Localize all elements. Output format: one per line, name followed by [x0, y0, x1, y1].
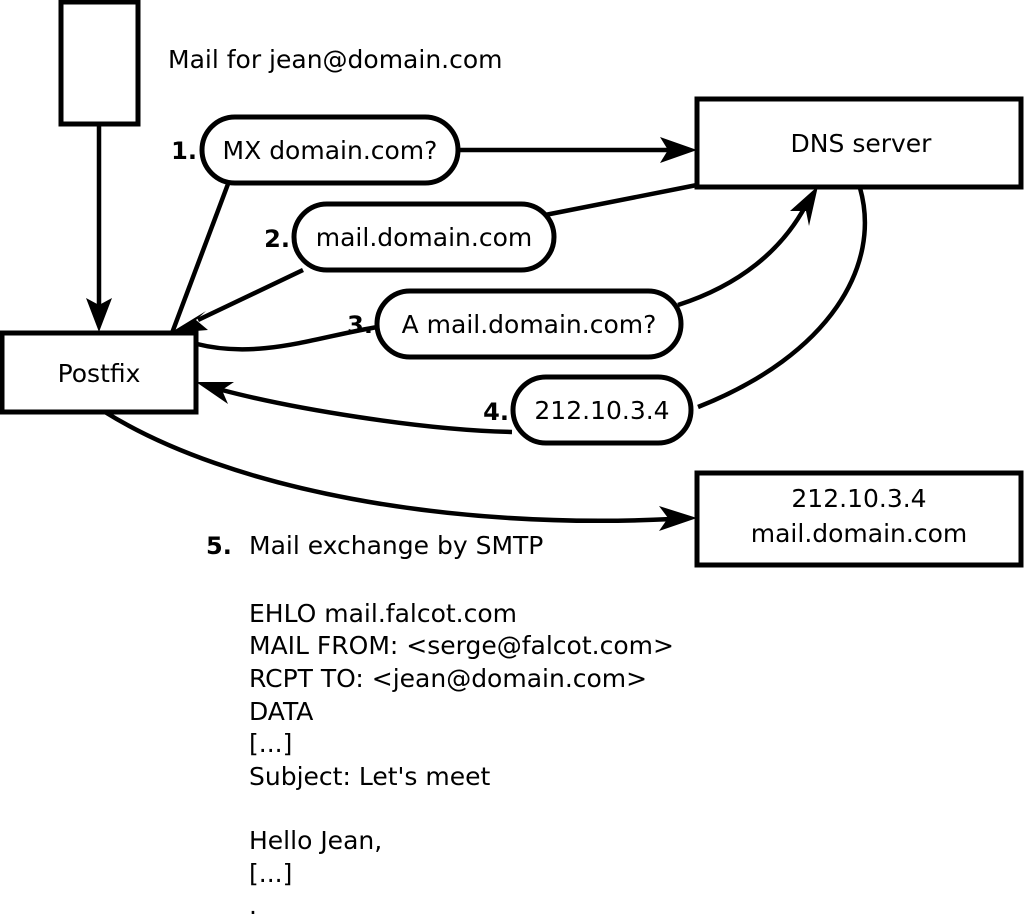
step-5-number: 5.	[206, 532, 232, 560]
arrowhead-icon	[196, 382, 234, 404]
arrowhead-icon	[170, 311, 208, 333]
edge-2-right-segment	[544, 182, 698, 218]
arrowhead-icon	[86, 298, 112, 332]
edge-2-left-segment	[197, 267, 304, 323]
mail-for-note: Mail for jean@domain.com	[168, 45, 503, 74]
transcript-line: Subject: Let's meet	[249, 762, 490, 791]
step-5-caption: 5. Mail exchange by SMTP	[206, 531, 543, 560]
edge-4-right-segment	[697, 187, 868, 410]
bubble-step-4: 212.10.3.4 4.	[483, 374, 694, 446]
edge-step-1	[169, 137, 697, 334]
bubble-step-3: A mail.domain.com? 3.	[347, 288, 684, 360]
edge-step-2	[170, 182, 698, 333]
node-dns-server: DNS server	[694, 96, 1024, 190]
edge-5-line	[103, 410, 673, 524]
edge-step-3	[196, 186, 818, 352]
mail-server-box	[694, 470, 1024, 568]
step-2-number: 2.	[264, 225, 290, 253]
bubble-3-label: A mail.domain.com?	[402, 310, 657, 339]
transcript-line: RCPT TO: <jean@domain.com>	[249, 664, 647, 693]
node-client	[58, 0, 141, 127]
step-5-label: Mail exchange by SMTP	[249, 531, 543, 560]
dns-label: DNS server	[791, 129, 933, 158]
transcript-line: [...]	[249, 859, 292, 888]
node-postfix: Postfix	[0, 330, 199, 415]
edge-step-5	[103, 410, 697, 531]
postfix-label: Postfix	[58, 359, 141, 388]
bubble-3-shape	[374, 288, 684, 360]
smtp-transcript: EHLO mail.falcot.com MAIL FROM: <serge@f…	[249, 599, 674, 919]
arrowhead-icon	[660, 137, 697, 163]
bubble-1-label: MX domain.com?	[223, 136, 438, 165]
bubble-4-shape	[510, 374, 694, 446]
step-3-number: 3.	[347, 311, 373, 339]
node-mail-server: 212.10.3.4 mail.domain.com	[694, 470, 1024, 568]
bubble-1-shape	[199, 114, 461, 186]
dns-box	[694, 96, 1024, 190]
bubble-2-label: mail.domain.com	[316, 223, 532, 252]
step-1-number: 1.	[171, 137, 197, 165]
transcript-line: Hello Jean,	[249, 826, 382, 855]
transcript-line: .	[249, 891, 257, 919]
edge-4-left-segment	[221, 387, 513, 435]
edge-1-left-segment	[169, 183, 231, 334]
arrowhead-icon	[790, 186, 818, 226]
step-4-number: 4.	[483, 398, 509, 426]
bubble-step-2: mail.domain.com 2.	[264, 201, 557, 273]
arrowhead-icon	[659, 506, 697, 531]
transcript-line: [...]	[249, 729, 292, 758]
transcript-line: EHLO mail.falcot.com	[249, 599, 517, 628]
edge-step-4	[196, 187, 868, 435]
mail-server-hostname: mail.domain.com	[751, 519, 967, 548]
mail-server-ip: 212.10.3.4	[791, 484, 926, 513]
transcript-line: MAIL FROM: <serge@falcot.com>	[249, 631, 674, 660]
transcript-line: DATA	[249, 697, 313, 726]
bubble-step-1: MX domain.com? 1.	[171, 114, 461, 186]
bubble-2-shape	[291, 201, 557, 273]
client-box	[58, 0, 141, 127]
bubble-4-label: 212.10.3.4	[534, 396, 669, 425]
postfix-box	[0, 330, 199, 415]
edge-client-to-postfix	[86, 124, 112, 332]
edge-3-left-segment	[196, 324, 379, 352]
edge-3-right-segment	[677, 203, 808, 308]
